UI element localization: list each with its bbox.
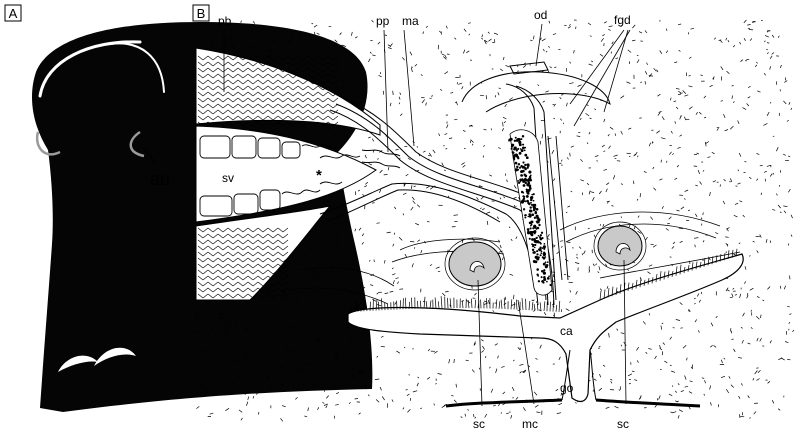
au-leader-line [143, 147, 157, 165]
panel-b-letter: B [197, 6, 206, 21]
label-sc-left: sc [473, 417, 485, 431]
label-go: go [560, 381, 574, 395]
panel-b: B [192, 4, 795, 431]
pale-spot-left [58, 355, 98, 372]
label-ca: ca [560, 324, 573, 338]
female-glands-band [508, 129, 553, 296]
gland-left [444, 237, 506, 291]
leader-lines [223, 23, 631, 407]
label-fgd: fgd [614, 13, 631, 27]
panel-a-letter-box [4, 4, 22, 22]
anterior-rim-highlight-2 [109, 42, 165, 93]
seminal-vesicle [195, 125, 377, 223]
pharyngeal-bulb-lower [195, 205, 332, 301]
panel-a-letter: A [9, 6, 18, 21]
panel-b-labels: pb pp ma od fgd sv * ca go sc mc sc [218, 8, 631, 431]
label-sv: sv [222, 171, 234, 185]
label-asterisk: * [316, 167, 322, 184]
ventral-epidermis [445, 398, 701, 408]
label-pp: pp [376, 14, 390, 28]
gland-right [593, 221, 647, 271]
right-auricle-outline [129, 130, 145, 158]
common-atrium [347, 248, 744, 403]
anterior-rim-highlight [38, 40, 142, 98]
ovovitelline-duct [461, 61, 611, 301]
female-gland-duct [547, 135, 569, 281]
atrial-folds [289, 211, 741, 305]
label-au: au [150, 169, 170, 189]
left-auricle-outline [35, 131, 61, 156]
panel-b-letter-box [192, 4, 210, 22]
label-ma: ma [402, 14, 419, 28]
label-pb: pb [218, 14, 232, 28]
label-mc: mc [522, 417, 538, 431]
label-od: od [534, 8, 547, 22]
pale-spot-right [94, 347, 136, 366]
label-sc-right: sc [617, 417, 629, 431]
gonopore-wall [561, 349, 597, 401]
